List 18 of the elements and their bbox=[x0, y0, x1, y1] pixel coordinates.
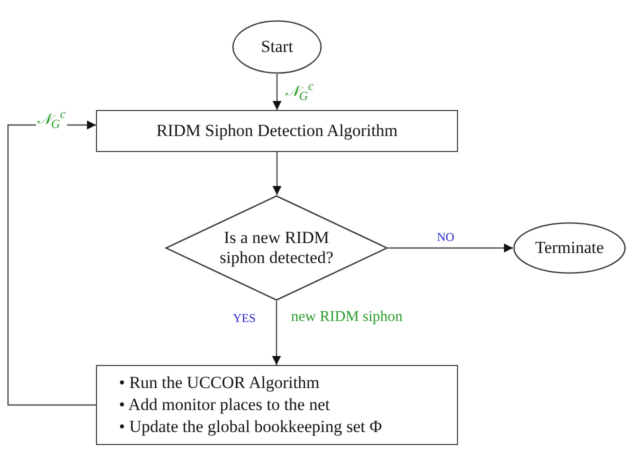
arrow bbox=[272, 152, 282, 195]
node-text: Is a new RIDM siphon detected? bbox=[218, 228, 334, 268]
terminal-ellipse bbox=[513, 222, 626, 274]
decision-diamond bbox=[165, 195, 388, 301]
node-text: RIDM Siphon Detection Algorithm bbox=[156, 120, 398, 142]
bullet-item: • Add monitor places to the net bbox=[119, 394, 331, 416]
arrow bbox=[272, 74, 282, 110]
process-box bbox=[96, 110, 458, 152]
node-text: Start bbox=[260, 36, 294, 58]
arrow bbox=[388, 244, 513, 252]
edge-note: new RIDM siphon bbox=[290, 309, 404, 326]
arrow bbox=[272, 301, 281, 365]
bullet-item: • Run the UCCOR Algorithm bbox=[119, 372, 321, 394]
process-box bbox=[96, 365, 458, 445]
node-text: Terminate bbox=[535, 238, 604, 258]
bullet-item: • Update the global bookkeeping set Φ bbox=[119, 416, 382, 438]
terminal-ellipse bbox=[232, 20, 322, 74]
arrow bbox=[7, 120, 96, 406]
